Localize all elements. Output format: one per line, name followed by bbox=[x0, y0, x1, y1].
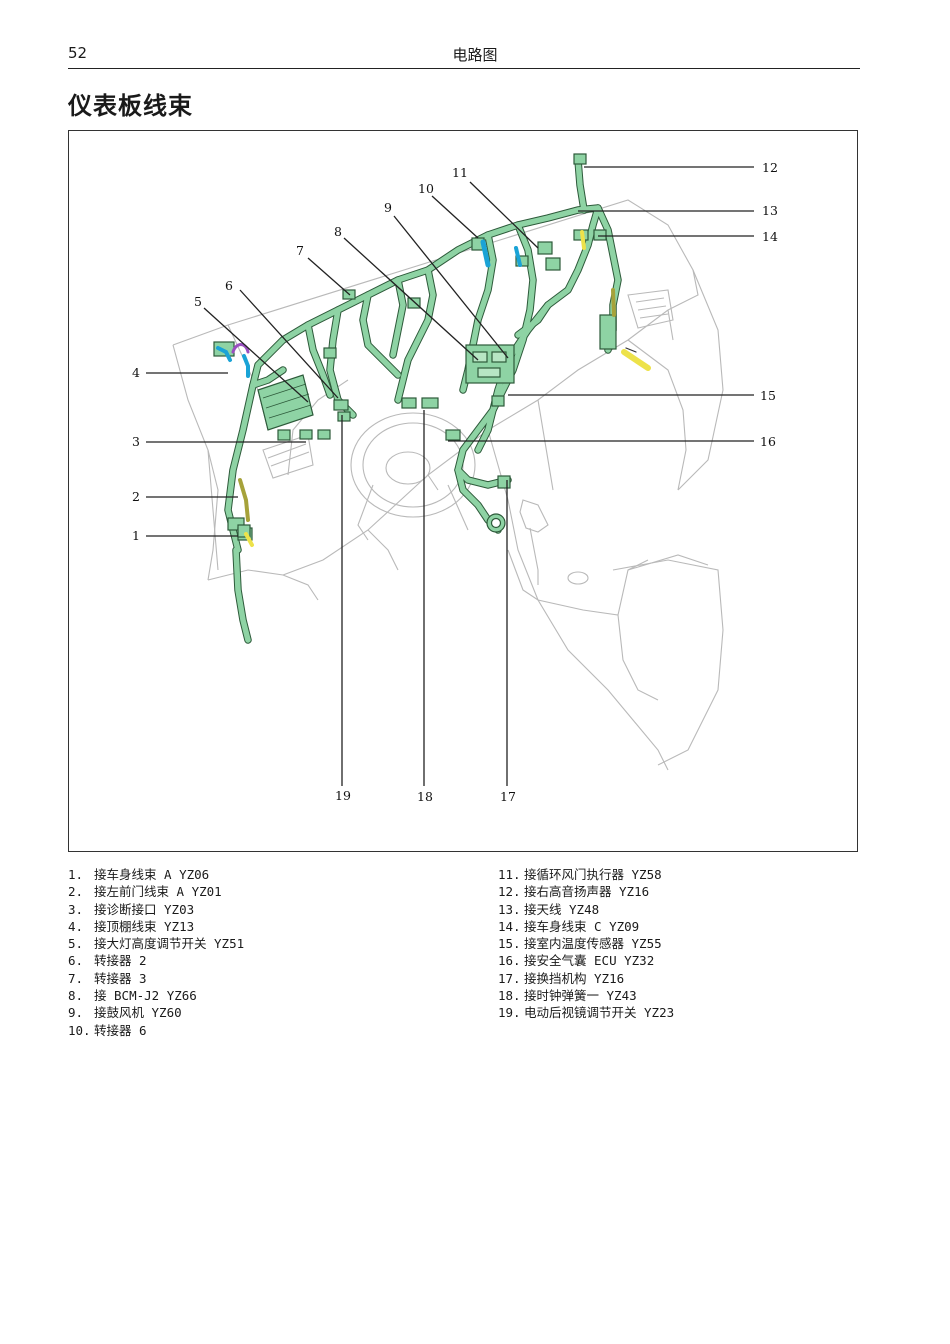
callout-17: 17 bbox=[500, 789, 516, 804]
callout-9: 9 bbox=[384, 200, 392, 215]
callout-14: 14 bbox=[762, 229, 778, 244]
legend-item: 1.接车身线束 A YZ06 bbox=[68, 867, 210, 882]
callout-12: 12 bbox=[762, 160, 778, 175]
connectors bbox=[213, 153, 617, 541]
callout-10: 10 bbox=[418, 181, 434, 196]
legend-item: 6.转接器 2 bbox=[68, 953, 147, 969]
legend-item: 4.接顶棚线束 YZ13 bbox=[68, 918, 195, 934]
callout-11: 11 bbox=[452, 165, 468, 180]
callout-2: 2 bbox=[132, 489, 140, 504]
legend-item: 17.接换挡机构 YZ16 bbox=[498, 970, 625, 986]
page-number: 52 bbox=[68, 44, 88, 62]
legend-item: 16.接安全气囊 ECU YZ32 bbox=[498, 953, 655, 969]
header-title: 电路图 bbox=[452, 46, 498, 64]
harness-diagram: 1 2 3 4 5 6 7 8 9 10 11 12 13 14 15 16 1… bbox=[132, 153, 778, 804]
legend-item: 14.接车身线束 C YZ09 bbox=[498, 918, 640, 934]
legend-item: 13.接天线 YZ48 bbox=[498, 901, 600, 917]
legend-item: 19.电动后视镜调节开关 YZ23 bbox=[498, 1005, 675, 1021]
callout-leaders bbox=[146, 166, 754, 786]
callout-19: 19 bbox=[335, 788, 351, 803]
legend-item: 11.接循环风门执行器 YZ58 bbox=[498, 867, 662, 882]
legend-item: 15.接室内温度传感器 YZ55 bbox=[498, 936, 662, 952]
callout-16: 16 bbox=[760, 434, 776, 449]
callout-numbers: 1 2 3 4 5 6 7 8 9 10 11 12 13 14 15 16 1… bbox=[132, 160, 778, 804]
legend-right: 11.接循环风门执行器 YZ58 12.接右高音扬声器 YZ16 13.接天线 … bbox=[498, 866, 674, 1022]
legend-item: 12.接右高音扬声器 YZ16 bbox=[498, 884, 650, 900]
legend-item: 10.转接器 6 bbox=[68, 1022, 147, 1038]
callout-5: 5 bbox=[194, 294, 202, 309]
legend-item: 3.接诊断接口 YZ03 bbox=[68, 901, 195, 917]
callout-3: 3 bbox=[132, 434, 140, 449]
dashboard-outline bbox=[172, 199, 724, 771]
callout-6: 6 bbox=[225, 278, 233, 293]
section-title: 仪表板线束 bbox=[68, 92, 193, 120]
legend-left: 1.接车身线束 A YZ06 2.接左前门线束 A YZ01 3.接诊断接口 Y… bbox=[68, 866, 244, 1039]
legend-item: 2.接左前门线束 A YZ01 bbox=[68, 884, 222, 900]
callout-7: 7 bbox=[296, 243, 304, 258]
legend-item: 9.接鼓风机 YZ60 bbox=[68, 1005, 182, 1021]
callout-4: 4 bbox=[132, 365, 140, 380]
callout-15: 15 bbox=[760, 388, 776, 403]
legend-item: 7.转接器 3 bbox=[68, 970, 147, 986]
callout-18: 18 bbox=[417, 789, 433, 804]
legend-item: 18.接时钟弹簧一 YZ43 bbox=[498, 988, 637, 1004]
legend-item: 8.接 BCM-J2 YZ66 bbox=[68, 988, 197, 1004]
legend-item: 5.接大灯高度调节开关 YZ51 bbox=[68, 936, 245, 952]
callout-8: 8 bbox=[334, 224, 342, 239]
figure-frame bbox=[68, 130, 858, 852]
callout-13: 13 bbox=[762, 203, 778, 218]
header-rule bbox=[68, 68, 860, 69]
callout-1: 1 bbox=[132, 528, 140, 543]
accent-wires bbox=[216, 230, 651, 547]
